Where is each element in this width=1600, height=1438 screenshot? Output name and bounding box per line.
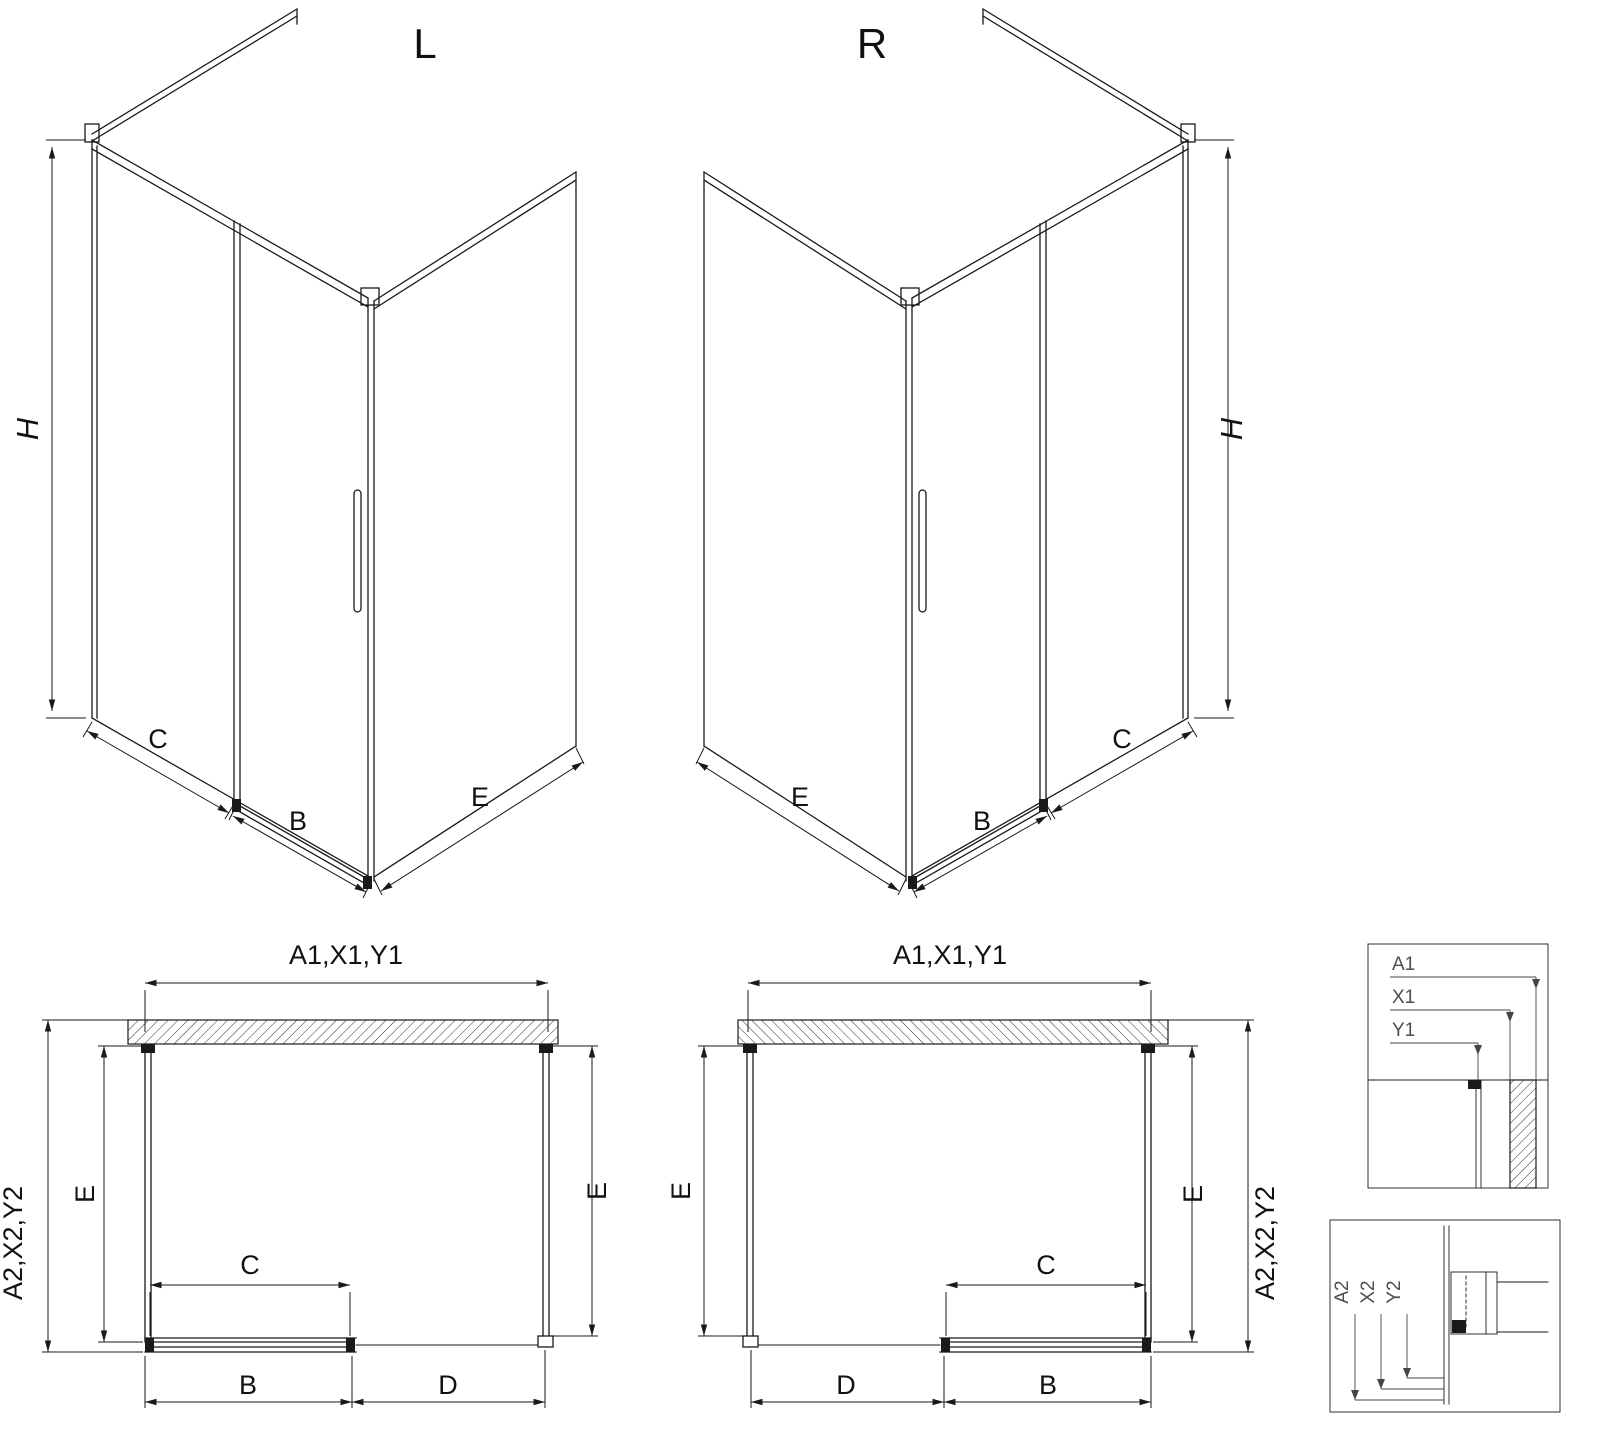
dim-label-d: D	[836, 1370, 856, 1400]
x1-arrow	[1506, 1012, 1514, 1022]
detail-border	[1329, 1219, 1561, 1413]
dim-label-c: C	[1036, 1250, 1056, 1280]
dim-label-a1x1y1: A1,X1,Y1	[893, 940, 1007, 970]
dim-label-e-right: E	[1178, 1185, 1208, 1203]
dim-label-e-right: E	[582, 1182, 612, 1200]
dim-label-b: B	[239, 1370, 257, 1400]
dim-label-c: C	[148, 724, 168, 754]
dim-label-y1: Y1	[1392, 1020, 1415, 1041]
dim-label-a2x2y2: A2,X2,Y2	[1250, 1186, 1280, 1300]
iso-view-left: L H C B E	[10, 9, 584, 898]
a2-arrow	[1351, 1390, 1359, 1400]
dim-label-y2: Y2	[1384, 1280, 1405, 1303]
iso-view-right: R H C B E	[696, 9, 1249, 898]
x2-arrow	[1377, 1379, 1385, 1389]
glass-section	[1443, 1225, 1450, 1405]
y1-leader	[1390, 1042, 1479, 1080]
dim-label-a1: A1	[1392, 954, 1415, 975]
dim-label-b: B	[1039, 1370, 1057, 1400]
detail-section-top: A1 X1 Y1	[1367, 943, 1549, 1189]
dim-label-a2: A2	[1332, 1280, 1353, 1303]
dim-label-h: H	[10, 417, 45, 440]
iso-right-geometry	[696, 9, 1234, 898]
profile-section	[1468, 1080, 1481, 1089]
detail-border	[1367, 943, 1549, 1189]
dim-label-x2: X2	[1358, 1280, 1379, 1303]
dim-label-x1: X1	[1392, 987, 1415, 1008]
iso-left-geometry	[46, 9, 584, 898]
hatched-wall-section	[1509, 1079, 1537, 1189]
profile-continuation	[1496, 1281, 1549, 1333]
dim-label-c: C	[240, 1250, 260, 1280]
dim-label-d: D	[438, 1370, 458, 1400]
a2-leader	[1354, 1314, 1444, 1401]
glass-section	[1475, 1079, 1482, 1189]
dim-label-a1x1y1: A1,X1,Y1	[289, 940, 403, 970]
plan-view-right: A1,X1,Y1 A2,X2,Y2 E E C D B	[666, 940, 1280, 1408]
x2-leader	[1380, 1314, 1444, 1390]
dim-label-e: E	[471, 782, 489, 812]
plan-view-left: A1,X1,Y1 A2,X2,Y2 E E C B D	[0, 940, 612, 1408]
dim-label-e-left: E	[70, 1185, 100, 1203]
a1-leader	[1390, 976, 1537, 1080]
detail-section-bottom: A2 X2 Y2	[1329, 1219, 1561, 1413]
profile-block	[1452, 1320, 1466, 1333]
dim-label-e-left: E	[666, 1182, 696, 1200]
dim-label-a2x2y2: A2,X2,Y2	[0, 1186, 28, 1300]
variant-label-right: R	[857, 20, 887, 67]
a1-arrow	[1532, 979, 1540, 989]
y2-arrow	[1403, 1368, 1411, 1378]
dim-label-c: C	[1112, 724, 1132, 754]
dim-label-e: E	[791, 782, 809, 812]
dim-label-b: B	[289, 806, 307, 836]
plan-right-geometry	[698, 983, 1254, 1408]
dim-label-h: H	[1214, 417, 1249, 440]
plan-left-geometry	[42, 983, 598, 1408]
dim-label-b: B	[973, 806, 991, 836]
variant-label-left: L	[413, 20, 436, 67]
y1-arrow	[1474, 1045, 1482, 1055]
y2-leader	[1406, 1314, 1444, 1379]
wall-profile-section	[1450, 1271, 1498, 1335]
